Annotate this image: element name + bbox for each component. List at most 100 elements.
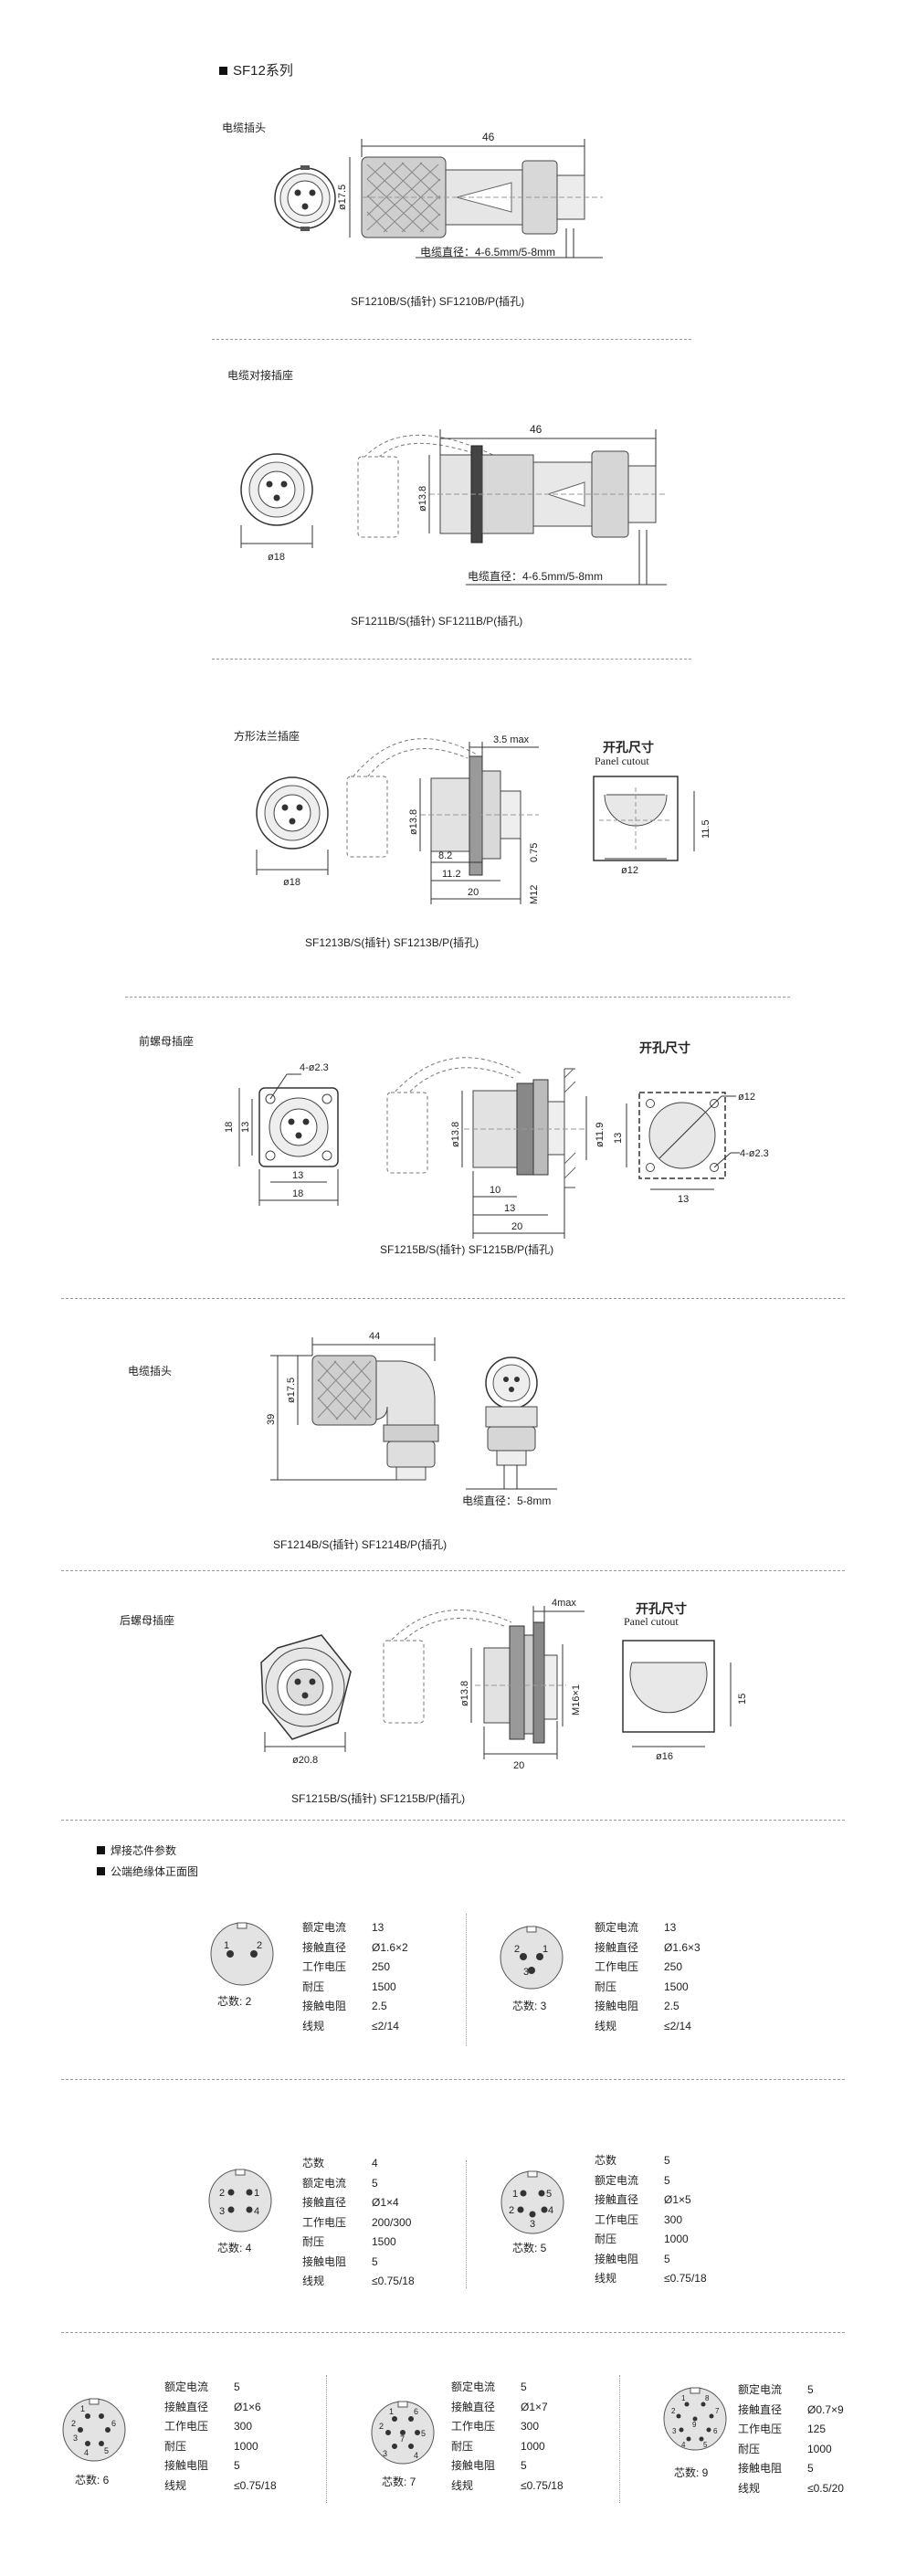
divider-1	[212, 339, 691, 340]
section-5-label: 电缆插头	[128, 1365, 173, 1378]
s1-dim-46: 46	[482, 131, 495, 143]
s5-dim-39: 39	[266, 1414, 277, 1425]
s2-dim-46: 46	[530, 423, 543, 436]
param-row: 线规≤0.75/18	[302, 2275, 415, 2287]
pin6-label-5: 5	[104, 2446, 109, 2455]
pin7-label-1: 1	[389, 2407, 394, 2416]
pin4-label-3: 3	[219, 2206, 225, 2217]
core-caption-label: 芯数:	[217, 1995, 246, 2008]
divider-8	[61, 2332, 845, 2333]
pin5-label-5: 5	[546, 2189, 552, 2200]
core-caption-7: 芯数: 7	[382, 2474, 416, 2489]
s3-dim-13-8: ø13.8	[408, 809, 419, 835]
core-caption-value: 4	[245, 2242, 252, 2254]
s6-models: SF1215B/S(插针) SF1215B/P(插孔)	[291, 1792, 466, 1805]
s4-dim-20: 20	[511, 1221, 522, 1232]
s4-dim-13-8: ø13.8	[450, 1122, 461, 1147]
s3-dim-0-75: 0.75	[529, 843, 540, 862]
param-row: 线规≤2/14	[302, 2019, 399, 2032]
s2-models: SF1211B/S(插针) SF1211B/P(插孔)	[351, 615, 523, 628]
s6-dim-4max: 4max	[552, 1598, 576, 1609]
title-square-icon	[219, 66, 227, 75]
legend-text-1: 焊接芯件参数	[111, 1844, 177, 1857]
pin9-label-1: 1	[681, 2394, 686, 2402]
s6-dim-20-8: ø20.8	[292, 1755, 318, 1766]
core-caption-value: 3	[540, 2000, 547, 2012]
core-caption-label: 芯数:	[75, 2474, 103, 2486]
pin4-label-4: 4	[254, 2206, 259, 2217]
pin6-label-1: 1	[80, 2404, 85, 2413]
section-4-drawing: 4-ø2.3 18 13 13 18 ø13.8 ø11.9 10 13 20 …	[224, 1057, 769, 1239]
section-4-label: 前螺母插座	[139, 1035, 195, 1048]
legend-square-icon	[97, 1867, 105, 1876]
section-5-drawing: 44 ø17.5 39	[266, 1331, 557, 1490]
pin6-label-3: 3	[73, 2433, 78, 2443]
s4-dim-11-9: ø11.9	[595, 1123, 606, 1147]
s3-dim-11-5: 11.5	[701, 819, 711, 839]
s4-dim-13-h: 13	[292, 1170, 303, 1181]
s3-dim-3-5max: 3.5 max	[493, 734, 530, 745]
s4-dim-18-v: 18	[224, 1122, 235, 1133]
pin9-label-7: 7	[715, 2407, 720, 2415]
core-caption-5: 芯数: 5	[512, 2240, 546, 2255]
s3-dim-18: ø18	[283, 877, 300, 888]
pin4-label-1: 1	[254, 2188, 259, 2199]
legend-item-2: 公端绝缘体正面图	[97, 1863, 198, 1879]
pin3-label-2: 2	[514, 1944, 520, 1955]
s6-dim-cut-16: ø16	[656, 1751, 673, 1762]
param-row: 线规≤0.75/18	[164, 2478, 277, 2492]
s4-models: SF1215B/S(插针) SF1215B/P(插孔)	[380, 1243, 554, 1256]
series-title: SF12系列	[219, 60, 293, 79]
pin9-label-6: 6	[713, 2427, 718, 2435]
param-row: 线规≤0.5/20	[738, 2481, 844, 2495]
vertical-divider-4	[619, 2375, 620, 2503]
core-caption-label: 芯数:	[674, 2466, 702, 2479]
core-caption-label: 芯数:	[512, 2000, 541, 2012]
divider-4	[61, 1298, 845, 1299]
legend-text-2: 公端绝缘体正面图	[111, 1865, 199, 1878]
s6-cutout-title: 开孔尺寸	[636, 1601, 687, 1616]
pin7-label-3: 3	[383, 2449, 387, 2458]
pin5-label-2: 2	[509, 2205, 514, 2216]
pin7-label-5: 5	[421, 2429, 426, 2438]
s5-dim-17-5: ø17.5	[286, 1378, 297, 1403]
section-6-label: 后螺母插座	[120, 1614, 175, 1627]
s1-dim-17-5: ø17.5	[337, 185, 348, 210]
pin2-label-1: 1	[224, 1940, 229, 1951]
s5-dim-44: 44	[369, 1331, 380, 1342]
s3-dim-cut-12: ø12	[621, 865, 638, 876]
s4-dim-cut-13-h: 13	[678, 1194, 689, 1205]
s3-models: SF1213B/S(插针) SF1213B/P(插孔)	[305, 936, 479, 949]
pin5-label-1: 1	[512, 2189, 518, 2200]
vertical-divider-1	[466, 1914, 467, 2046]
s2-dim-13-8: ø13.8	[417, 486, 428, 512]
pin3-label-1: 1	[543, 1944, 548, 1955]
pin2-label-2: 2	[257, 1940, 262, 1951]
core-caption-9: 芯数: 9	[674, 2465, 708, 2480]
s5-cable-note: 电缆直径：5-8mm	[462, 1494, 552, 1507]
s3-dim-11-2: 11.2	[442, 869, 461, 880]
legend-item-1: 焊接芯件参数	[97, 1842, 176, 1858]
s4-dim-18-h: 18	[292, 1188, 303, 1199]
core-caption-value: 6	[102, 2474, 110, 2486]
s4-dim-cut-holes: 4-ø2.3	[740, 1148, 769, 1159]
s3-cutout-title: 开孔尺寸	[603, 740, 654, 755]
core-caption-label: 芯数:	[382, 2476, 410, 2488]
